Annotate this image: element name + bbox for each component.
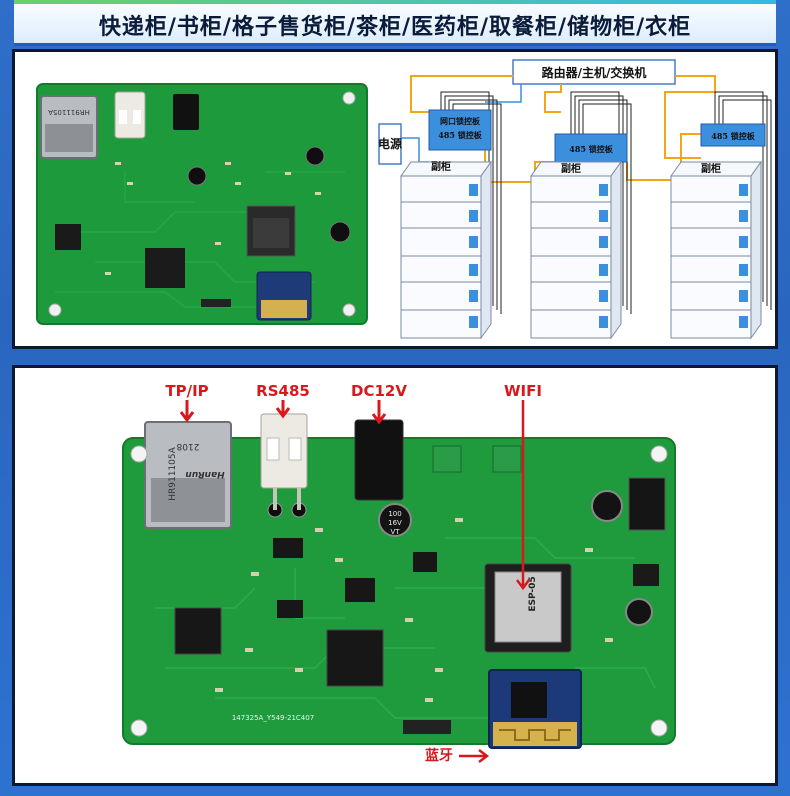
- lock-board-1: 网口锁控板 485 锁控板: [428, 91, 502, 314]
- capacitor-2: [591, 490, 623, 522]
- eth-jack-model: HR911105A: [168, 446, 178, 500]
- wifi-module: ESP-05: [484, 563, 572, 653]
- ic-mcu-small: [174, 607, 222, 655]
- board-label-485-2: 485 锁控板: [569, 144, 613, 154]
- eth-jack-code: 2108: [176, 441, 199, 451]
- cabinet-label-1: 副柜: [431, 160, 451, 173]
- cabinet-3: 副柜: [670, 160, 762, 340]
- power-box: [378, 123, 402, 165]
- lock-board-3: 485 锁控板: [700, 91, 772, 310]
- cap-text-b: 16V: [388, 519, 402, 527]
- cap-text-c: VT: [390, 528, 400, 536]
- eth-jack-brand: HanRun: [185, 469, 224, 479]
- board-label-485: 485 锁控板: [438, 130, 482, 140]
- pin-header: [403, 720, 451, 734]
- cabinet-2: 副柜: [530, 160, 622, 340]
- pcb-silkscreen: 147325A_Y549-21C407: [232, 714, 314, 722]
- power-label: 电源: [378, 136, 402, 151]
- regulator: [628, 477, 666, 531]
- cabinet-1: 副柜: [400, 160, 492, 340]
- capacitor-3: [625, 598, 653, 626]
- callout-tcpip: TP/IP: [165, 382, 208, 400]
- bottom-panel: 2108 HR911105A HanRun 100 16V VT: [12, 365, 778, 786]
- arrow-bluetooth-icon: [459, 749, 490, 763]
- top-panel-canvas: HR911105A: [36, 59, 772, 340]
- page-title: 快递柜/书柜/格子售货柜/茶柜/医药柜/取餐柜/储物柜/衣柜: [98, 15, 692, 40]
- top-panel: HR911105A: [12, 49, 778, 349]
- cabinet-label-2: 副柜: [561, 162, 581, 175]
- ethernet-jack: 2108 HR911105A HanRun: [144, 421, 232, 529]
- callouts: TP/IP RS485 DC12V WIFI 蓝牙: [165, 382, 542, 764]
- cap-text-a: 100: [388, 510, 401, 518]
- arrow-dc12v-icon: [371, 400, 387, 425]
- bottom-panel-canvas: 2108 HR911105A HanRun 100 16V VT: [122, 382, 676, 764]
- wifi-module-text: ESP-05: [528, 576, 538, 611]
- rs485-connector: [260, 413, 308, 518]
- board-label-485-3: 485 锁控板: [711, 131, 755, 141]
- arrow-tcpip-icon: [179, 400, 195, 423]
- board-photo-small: HR911105A: [36, 83, 368, 325]
- board-label-net: 网口锁控板: [440, 116, 481, 126]
- callout-bluetooth: 蓝牙: [425, 747, 453, 764]
- dc-jack: [354, 419, 404, 501]
- bluetooth-module: [488, 669, 582, 749]
- arrow-rs485-icon: [275, 400, 291, 419]
- board-photo-large: 2108 HR911105A HanRun 100 16V VT: [122, 413, 676, 749]
- ic-mcu-main: [326, 629, 384, 687]
- router-label: 路由器/主机/交换机: [542, 65, 647, 80]
- lock-board-2: 485 锁控板: [554, 91, 632, 314]
- header-accent-strip: [14, 0, 776, 4]
- router-box: [512, 59, 676, 85]
- callout-rs485: RS485: [256, 382, 310, 400]
- eth-jack-text-small: HR911105A: [48, 108, 90, 116]
- callout-wifi: WIFI: [504, 382, 542, 400]
- arrow-wifi-icon: [516, 400, 530, 591]
- callout-dc12v: DC12V: [351, 382, 407, 400]
- header-banner: 快递柜/书柜/格子售货柜/茶柜/医药柜/取餐柜/储物柜/衣柜: [14, 0, 776, 46]
- cabinet-diagram: 路由器/主机/交换机 电源: [378, 59, 772, 340]
- ic-485: [277, 600, 303, 618]
- small-ic: [633, 564, 659, 586]
- cabinet-label-3: 副柜: [701, 162, 721, 175]
- capacitor-1: 100 16V VT: [378, 503, 412, 537]
